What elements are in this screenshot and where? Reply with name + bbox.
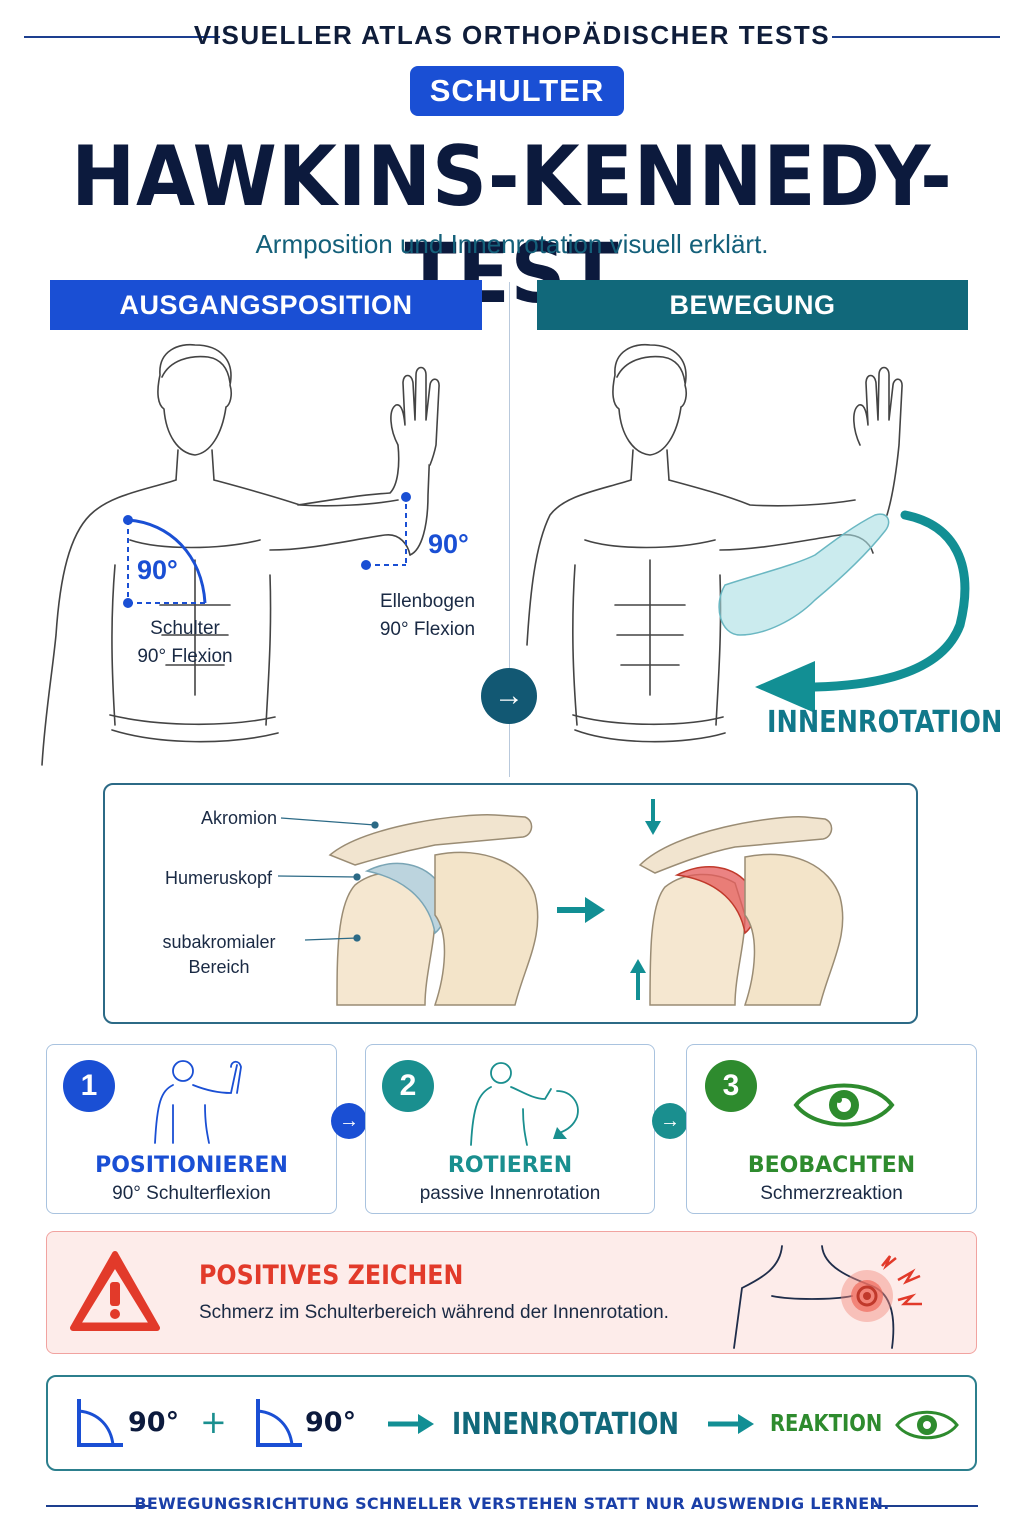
- shoulder-flexion-label: Schulter 90° Flexion: [120, 615, 250, 670]
- step-card-positionieren: 1 POSITIONIEREN 90° Schulterflexion: [46, 1044, 337, 1214]
- step-sub-rotieren: passive Innenrotation: [419, 1183, 601, 1204]
- panel-header-start: AUSGANGSPOSITION: [50, 280, 482, 330]
- summary-reaktion: REAKTION: [770, 1411, 883, 1437]
- elbow-flexion-label: Ellenbogen 90° Flexion: [365, 588, 490, 643]
- step-sub-positionieren: 90° Schulterflexion: [112, 1183, 271, 1204]
- person-rotate-arm-icon: [470, 1062, 579, 1146]
- header-rule-right: [832, 36, 1000, 38]
- step-title-beobachten: BEOBACHTEN: [747, 1153, 916, 1178]
- elbow-label-line1: Ellenbogen: [379, 591, 476, 612]
- summary-angle-2: 90°: [305, 1407, 357, 1438]
- footer-tagline: BEWEGUNGSRICHTUNG SCHNELLER VERSTEHEN ST…: [134, 1494, 890, 1513]
- warning-icon: [70, 1251, 160, 1331]
- shoulder-label-line1: Schulter: [150, 618, 220, 639]
- page-subtitle: Armposition und Innenrotation visuell er…: [255, 229, 769, 259]
- akromion-label: Akromion: [200, 808, 277, 828]
- subakromial-line2: Bereich: [188, 957, 250, 978]
- anatomy-panel: Akromion Humeruskopf subakromialer Berei…: [103, 783, 918, 1024]
- arrow-right-icon: →: [481, 668, 537, 724]
- step-card-rotieren: 2 ROTIEREN passive Innenrotation: [365, 1044, 655, 1214]
- step-number-1: 1: [63, 1060, 115, 1112]
- header-rule-left: [24, 36, 220, 38]
- step-card-beobachten: 3 BEOBACHTEN Schmerzreaktion: [686, 1044, 977, 1214]
- positive-sign-panel: POSITIVES ZEICHEN Schmerz im Schulterber…: [46, 1231, 977, 1354]
- shoulder-pain-icon: [733, 1245, 922, 1349]
- humeruskopf-label: Humeruskopf: [164, 868, 272, 888]
- summary-angle-1: 90°: [128, 1407, 180, 1438]
- step-number-3: 3: [705, 1060, 757, 1112]
- footer-rule-left: [46, 1505, 150, 1507]
- step-sub-beobachten: Schmerzreaktion: [760, 1183, 903, 1204]
- step-title-rotieren: ROTIEREN: [447, 1153, 573, 1178]
- shoulder-label-line2: 90° Flexion: [137, 645, 233, 667]
- eye-icon: [895, 1410, 959, 1440]
- arrow-right-icon: [388, 1414, 434, 1434]
- right-angle-icon: [77, 1399, 123, 1447]
- elbow-label-line2: 90° Flexion: [379, 618, 476, 640]
- arrow-right-icon: [708, 1414, 754, 1434]
- positive-sign-text: Schmerz im Schulterbereich während der I…: [199, 1302, 669, 1323]
- subakromial-line1: subakromialer: [162, 932, 276, 952]
- step-title-positionieren: POSITIONIEREN: [95, 1153, 288, 1178]
- shoulder-angle-label: 90°: [137, 555, 178, 585]
- right-angle-icon: [256, 1399, 302, 1447]
- atlas-heading: VISUELLER ATLAS ORTHOPÄDISCHER TESTS: [193, 20, 831, 50]
- summary-bar: 90° + 90° INNENROTATION REAKTION: [46, 1375, 977, 1471]
- anatomy-illustration: [277, 799, 844, 1006]
- start-position-figure: [41, 343, 440, 766]
- subakromial-label: subakromialer Bereich: [135, 930, 303, 980]
- summary-innenrotation: INNENROTATION: [452, 1407, 680, 1442]
- category-badge: SCHULTER: [410, 66, 624, 116]
- positive-sign-title: POSITIVES ZEICHEN: [199, 1260, 464, 1291]
- step-connector-1-icon: →: [331, 1103, 367, 1139]
- person-raise-arm-icon: [154, 1060, 242, 1144]
- elbow-angle-label: 90°: [428, 529, 469, 559]
- step-number-2: 2: [382, 1060, 434, 1112]
- footer-rule-right: [874, 1505, 978, 1507]
- innenrotation-label: INNENROTATION: [767, 705, 1003, 740]
- step-connector-2-icon: →: [652, 1103, 688, 1139]
- movement-figure: [526, 343, 970, 743]
- panel-divider: [509, 282, 510, 777]
- eye-icon: [793, 1083, 895, 1127]
- summary-plus: +: [200, 1403, 227, 1441]
- panel-header-move: BEWEGUNG: [537, 280, 968, 330]
